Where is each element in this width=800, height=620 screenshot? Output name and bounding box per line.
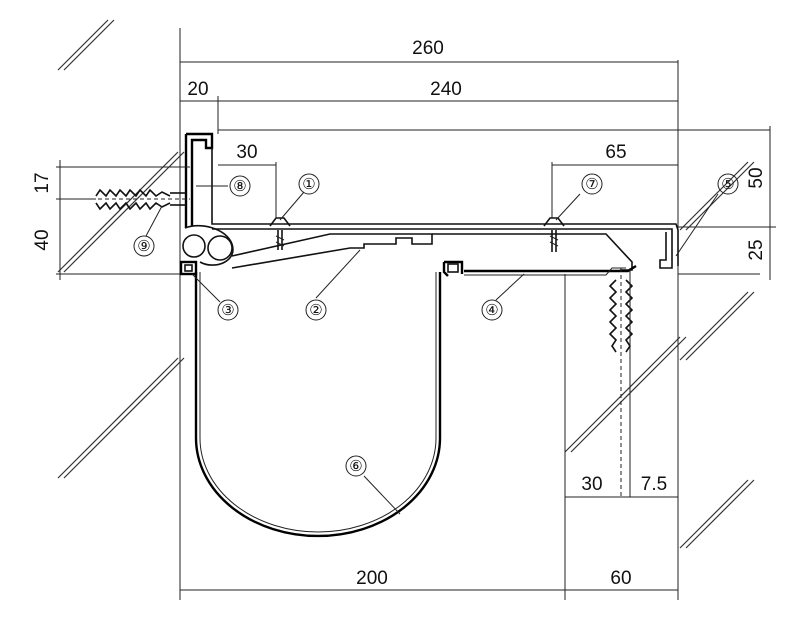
dim-17: 17 xyxy=(32,172,53,193)
dim-60: 60 xyxy=(610,568,631,589)
anchor-part-9 xyxy=(56,188,190,211)
dim-20: 20 xyxy=(187,79,208,100)
callout-8: ⑧ xyxy=(233,178,246,195)
screw-part-7 xyxy=(543,217,565,252)
dim-65: 65 xyxy=(605,142,626,163)
dim-40: 40 xyxy=(32,229,53,250)
callout-6: ⑥ xyxy=(349,458,362,475)
callout-7: ⑦ xyxy=(585,176,598,193)
dim-50: 50 xyxy=(746,167,767,188)
callout-5: ⑤ xyxy=(721,176,734,193)
callout-leaders xyxy=(145,185,719,515)
cover-plate-profile xyxy=(182,132,679,271)
dim-30-bottom: 30 xyxy=(581,474,602,495)
callout-1: ① xyxy=(302,176,315,193)
callout-2: ② xyxy=(309,302,322,319)
wall-hatch-marks xyxy=(57,19,755,549)
dim-260: 260 xyxy=(412,38,444,59)
anchor-right xyxy=(608,268,634,498)
callout-4: ④ xyxy=(485,302,498,319)
structure-outlines xyxy=(60,28,760,600)
callout-3: ③ xyxy=(221,302,234,319)
dim-240: 240 xyxy=(430,79,462,100)
screw-part-1 xyxy=(269,217,291,250)
dim-30-top: 30 xyxy=(236,142,257,163)
dim-200: 200 xyxy=(356,568,388,589)
gasket-part-3 xyxy=(179,260,198,276)
dimension-lines xyxy=(56,61,776,591)
callout-circles xyxy=(133,173,739,477)
dim-25: 25 xyxy=(746,239,767,260)
drainage-membrane-part-6 xyxy=(194,272,442,538)
floor-cover-plate xyxy=(442,260,637,277)
dim-7-5: 7.5 xyxy=(641,474,667,495)
callout-9: ⑨ xyxy=(137,238,150,255)
